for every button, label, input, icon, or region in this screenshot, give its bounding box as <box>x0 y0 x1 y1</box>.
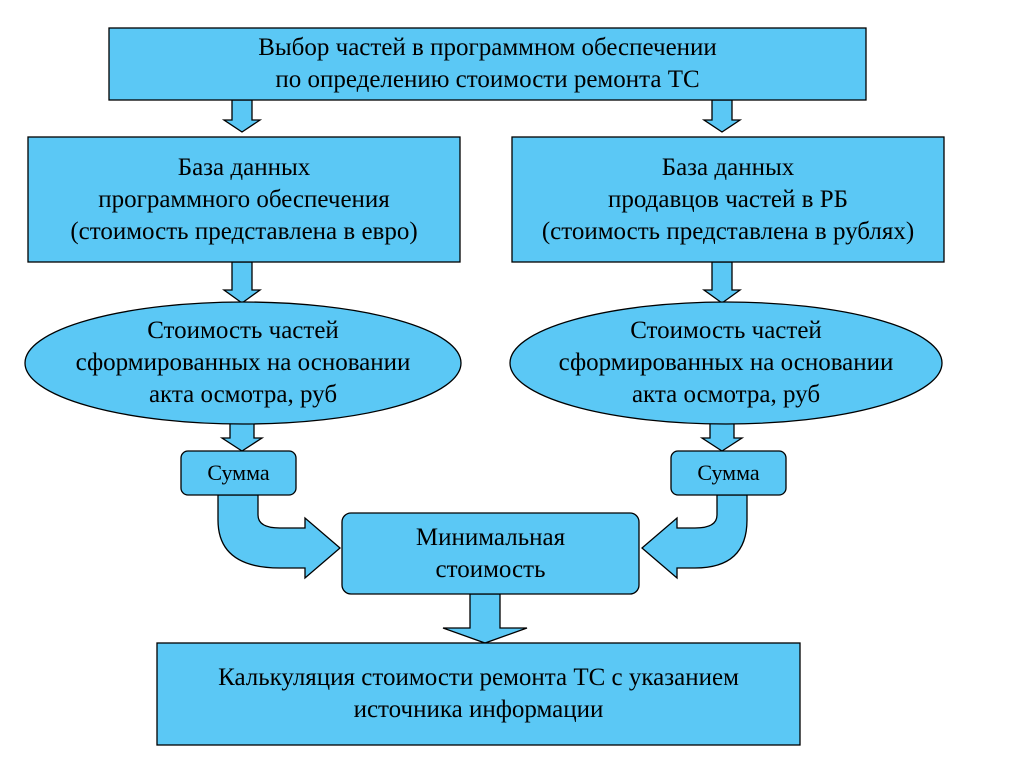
calc-box <box>156 642 801 746</box>
arrow-cost-right-to-sum-right <box>699 421 745 452</box>
sum-right-box <box>670 450 787 496</box>
arrow-db-left-to-cost-left <box>221 261 263 304</box>
top-box <box>108 27 867 101</box>
sum-left-box <box>180 450 297 496</box>
arrow-top-to-db-left <box>221 99 263 133</box>
cost-right-ellipse <box>509 301 943 425</box>
db-left-box <box>27 136 461 263</box>
arrow-min-to-calc <box>442 593 528 644</box>
arrow-db-right-to-cost-right <box>701 261 743 304</box>
db-right-box <box>511 136 945 263</box>
cost-left-ellipse <box>24 301 462 425</box>
arrow-cost-left-to-sum-left <box>219 421 265 452</box>
arrow-sum-left-to-min <box>217 494 341 580</box>
arrow-sum-right-to-min <box>641 494 748 580</box>
arrow-top-to-db-right <box>701 99 743 133</box>
min-box <box>341 512 640 595</box>
